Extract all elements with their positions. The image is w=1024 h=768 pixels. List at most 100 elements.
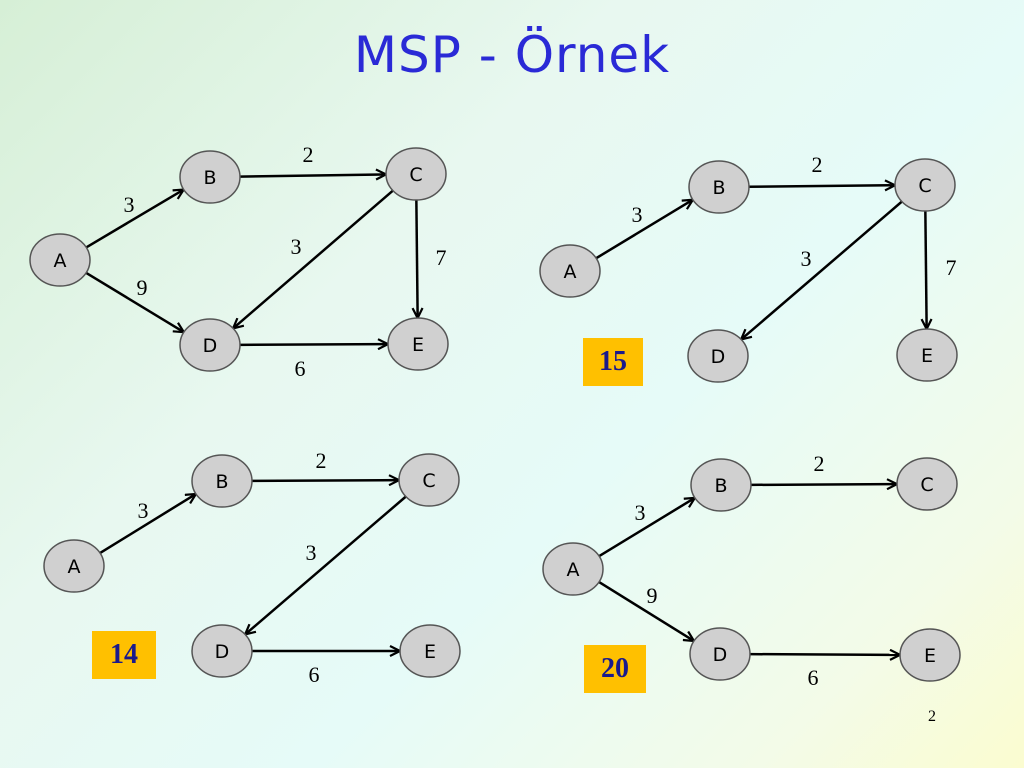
- graph-3: 3 2 3 6 A B C D E: [43, 448, 461, 687]
- edge-a-b: [98, 494, 196, 555]
- node-circle: [191, 624, 253, 678]
- node-circle: [43, 539, 105, 593]
- node-a: A: [43, 539, 105, 593]
- node-label: E: [424, 641, 436, 663]
- total-cost-box-graph4: 20: [584, 645, 646, 693]
- node-label: B: [215, 471, 228, 493]
- node-circle: [899, 628, 961, 682]
- edge-weight-a-d: 9: [647, 583, 658, 608]
- edge-weight-a-b: 3: [632, 202, 643, 227]
- edge-a-b: [597, 498, 695, 558]
- edge-weight-b-c: 2: [812, 152, 823, 177]
- edge-weight-c-d: 3: [801, 246, 812, 271]
- node-label: D: [713, 644, 728, 666]
- node-circle: [688, 160, 750, 214]
- edge-d-e: [748, 654, 900, 655]
- node-circle: [387, 317, 449, 371]
- node-b: B: [690, 458, 752, 512]
- node-label: E: [412, 334, 424, 356]
- node-circle: [191, 454, 253, 508]
- edge-weight-b-c: 2: [814, 451, 825, 476]
- edge-c-d: [741, 199, 904, 340]
- node-d: D: [687, 329, 749, 383]
- node-label: B: [712, 177, 725, 199]
- edge-a-d: [597, 580, 694, 641]
- node-circle: [896, 457, 958, 511]
- node-label: A: [564, 261, 577, 283]
- node-a: A: [542, 542, 604, 596]
- node-circle: [894, 158, 956, 212]
- edge-b-c: [747, 185, 895, 187]
- node-label: B: [714, 475, 727, 497]
- edge-weight-d-e: 6: [808, 665, 819, 690]
- edge-weight-d-e: 6: [295, 356, 306, 381]
- total-cost-box-graph2: 15: [583, 338, 643, 386]
- edge-b-c: [250, 480, 399, 481]
- edge-weight-a-d: 9: [137, 275, 148, 300]
- edge-c-d: [233, 188, 395, 329]
- edge-weight-c-d: 3: [306, 540, 317, 565]
- node-label: C: [920, 474, 933, 496]
- node-e: E: [899, 628, 961, 682]
- edge-a-b: [594, 200, 693, 260]
- edge-a-d: [84, 271, 184, 332]
- node-label: C: [409, 164, 422, 186]
- edge-weight-c-e: 7: [436, 245, 447, 270]
- node-label: E: [924, 645, 936, 667]
- node-label: C: [422, 470, 435, 492]
- node-circle: [690, 458, 752, 512]
- node-label: D: [711, 346, 726, 368]
- edge-weight-b-c: 2: [303, 142, 314, 167]
- edge-weight-b-c: 2: [316, 448, 327, 473]
- node-d: D: [191, 624, 253, 678]
- node-c: C: [894, 158, 956, 212]
- node-d: D: [689, 627, 751, 681]
- node-c: C: [398, 453, 460, 507]
- node-circle: [687, 329, 749, 383]
- edge-c-e: [925, 209, 926, 329]
- node-label: E: [921, 345, 933, 367]
- node-e: E: [399, 624, 461, 678]
- edge-weight-c-d: 3: [291, 234, 302, 259]
- node-c: C: [896, 457, 958, 511]
- node-a: A: [29, 233, 91, 287]
- node-b: B: [688, 160, 750, 214]
- node-label: A: [68, 556, 81, 578]
- page-number: 2: [928, 708, 936, 725]
- node-circle: [398, 453, 460, 507]
- node-d: D: [179, 318, 241, 372]
- node-e: E: [896, 328, 958, 382]
- edge-weight-d-e: 6: [309, 662, 320, 687]
- node-label: D: [203, 335, 218, 357]
- node-a: A: [539, 244, 601, 298]
- node-circle: [689, 627, 751, 681]
- edge-c-d: [245, 494, 408, 635]
- node-circle: [385, 147, 447, 201]
- graph-1: 3 9 2 3 7 6 A B C D E: [29, 142, 449, 381]
- edge-b-c: [749, 484, 897, 485]
- edge-weight-a-b: 3: [124, 192, 135, 217]
- total-cost-box-graph3: 14: [92, 631, 156, 679]
- node-circle: [399, 624, 461, 678]
- node-circle: [542, 542, 604, 596]
- node-circle: [179, 318, 241, 372]
- node-circle: [896, 328, 958, 382]
- node-c: C: [385, 147, 447, 201]
- node-b: B: [179, 150, 241, 204]
- node-label: A: [54, 250, 67, 272]
- node-b: B: [191, 454, 253, 508]
- graph-4: 3 9 2 6 A B C D E: [542, 451, 961, 690]
- graph-2: 3 2 3 7 A B C D E: [539, 152, 958, 383]
- edge-weight-a-b: 3: [635, 500, 646, 525]
- node-circle: [539, 244, 601, 298]
- node-circle: [179, 150, 241, 204]
- slide-title: MSP - Örnek: [353, 26, 671, 84]
- edge-weight-c-e: 7: [946, 255, 957, 280]
- edge-weight-a-b: 3: [138, 498, 149, 523]
- edge-c-e: [416, 198, 417, 318]
- edge-d-e: [238, 344, 388, 345]
- node-label: A: [567, 559, 580, 581]
- node-label: C: [918, 175, 931, 197]
- node-circle: [29, 233, 91, 287]
